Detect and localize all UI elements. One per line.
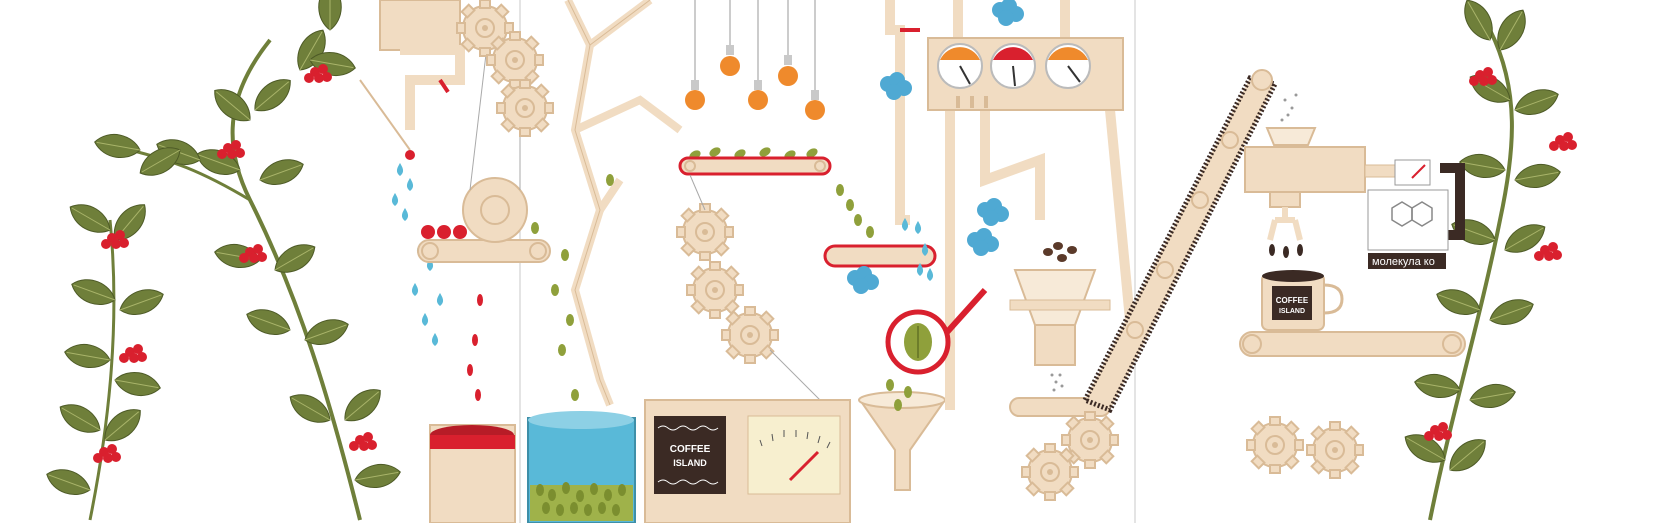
molecule-icon: [1391, 201, 1433, 227]
brand-logo-line1: COFFEE: [670, 444, 711, 455]
panel-roasting: [880, 0, 1135, 501]
lightbulb-icon: [748, 80, 768, 110]
control-box: COFFEE ISLAND: [644, 399, 851, 523]
cup-logo-line1: COFFEE: [1276, 296, 1309, 305]
panel-berry-washing: [359, 0, 554, 523]
lightbulb-icon: [685, 80, 705, 110]
panel-fermentation: [527, 0, 683, 523]
lightbulb-icon: [778, 55, 798, 86]
panel-drying: [676, 147, 937, 401]
funnel: [858, 379, 947, 491]
gauge-icon: [990, 43, 1036, 89]
lightbulb-icon: [720, 45, 740, 76]
brand-logo-line2: ISLAND: [673, 458, 707, 468]
brand-logo: COFFEE ISLAND: [654, 416, 726, 494]
gauge-icon: [1045, 43, 1091, 89]
gauge-icon: [937, 43, 983, 89]
coffee-plant-left: [42, 0, 403, 521]
molecule-sign: молекула ко: [1372, 256, 1435, 268]
panel-brewing: COFFEE ISLAND молекула ко: [1239, 93, 1466, 479]
gauge-icon: [747, 415, 841, 495]
coffee-plant-right: [1399, 0, 1577, 521]
coffee-cup-icon: COFFEE ISLAND: [1261, 270, 1344, 331]
lightbulb-icon: [805, 90, 825, 120]
cup-logo-line2: ISLAND: [1279, 308, 1305, 315]
lightbulbs: [685, 0, 825, 120]
inclined-conveyor: [1081, 69, 1279, 414]
